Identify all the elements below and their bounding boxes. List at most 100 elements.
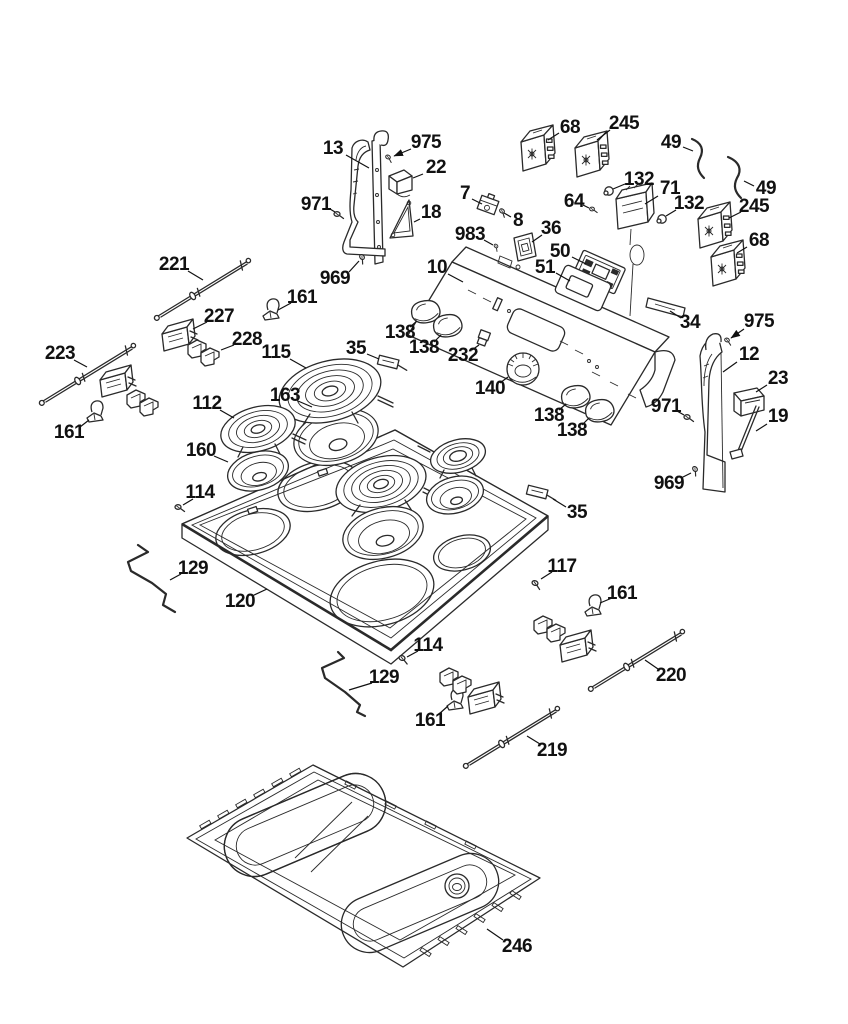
part-label-112: 112	[192, 393, 221, 414]
clip-161-right	[584, 594, 602, 617]
leader-line-120	[251, 588, 268, 597]
part-label-975: 975	[411, 132, 442, 153]
leader-line-228	[220, 344, 235, 351]
plate-36	[513, 232, 537, 262]
part-label-132: 132	[674, 193, 704, 214]
part-label-50: 50	[550, 241, 570, 262]
part-label-161: 161	[607, 583, 638, 604]
leader-line-35	[366, 353, 380, 360]
wire-129-bottom	[320, 650, 367, 718]
part-label-8: 8	[513, 210, 523, 231]
screw-975-left	[383, 153, 395, 163]
part-label-971: 971	[651, 396, 682, 417]
part-label-68: 68	[749, 230, 769, 251]
clip-161-top	[262, 298, 280, 321]
part-label-223: 223	[45, 343, 75, 364]
bracket-23	[733, 387, 765, 417]
leader-line-36	[531, 234, 543, 243]
part-label-23: 23	[768, 368, 788, 389]
leader-line-245	[596, 129, 611, 141]
leader-line-68	[736, 246, 748, 254]
leader-line-51	[555, 272, 571, 282]
part-label-975: 975	[744, 311, 775, 332]
part-label-246: 246	[502, 936, 532, 957]
drip-bowl-right-front	[342, 505, 424, 561]
coil-element-112	[220, 404, 307, 458]
leader-line-132	[665, 209, 677, 217]
part-label-221: 221	[159, 254, 190, 275]
screw-64	[589, 206, 598, 214]
leader-line-245	[728, 211, 742, 219]
leader-line-975	[730, 328, 745, 339]
part-label-161: 161	[415, 710, 446, 731]
part-label-10: 10	[427, 257, 447, 278]
leader-line-13	[345, 154, 370, 169]
part-label-219: 219	[537, 740, 567, 761]
leader-line-161	[599, 597, 613, 604]
leader-line-50	[571, 256, 587, 265]
part-label-115: 115	[261, 342, 291, 363]
leader-line-223	[73, 359, 88, 368]
screw-969-right	[689, 465, 701, 477]
receptacle-bottom	[467, 681, 505, 715]
leader-line-112	[219, 409, 235, 419]
leader-line-23	[755, 384, 768, 393]
leader-line-138	[581, 417, 590, 426]
leader-line-117	[540, 571, 553, 580]
bracket-18	[389, 199, 414, 239]
part-label-34: 34	[680, 312, 701, 333]
part-label-71: 71	[660, 178, 681, 199]
part-label-138: 138	[385, 322, 415, 343]
part-label-132: 132	[624, 169, 654, 190]
leader-line-64	[582, 204, 590, 209]
cooktop-opening-right-rear	[432, 534, 492, 572]
leader-line-160	[213, 455, 229, 463]
part-label-120: 120	[225, 591, 255, 612]
part-label-114: 114	[413, 635, 443, 656]
clock-assembly-50	[572, 249, 626, 295]
part-label-138: 138	[557, 420, 587, 441]
leader-line-232	[471, 344, 480, 351]
terminal-35-right	[525, 484, 557, 501]
leader-line-7	[471, 198, 483, 205]
leader-line-22	[412, 173, 424, 179]
part-label-36: 36	[541, 218, 561, 239]
leader-line-114	[406, 650, 419, 658]
part-label-7: 7	[460, 183, 470, 204]
leader-line-161	[438, 705, 449, 715]
leader-line-138	[409, 320, 418, 328]
part-label-117: 117	[547, 556, 576, 577]
overlay-51	[554, 264, 612, 312]
thermostat-71	[615, 182, 655, 317]
part-label-245: 245	[739, 196, 770, 217]
part-label-64: 64	[564, 191, 585, 212]
screw-983	[491, 242, 501, 252]
leader-line-49	[682, 146, 694, 152]
leader-line-969	[348, 260, 360, 273]
part-label-983: 983	[455, 224, 485, 245]
switch-68-right	[710, 239, 746, 287]
part-label-161: 161	[54, 422, 85, 443]
part-label-18: 18	[421, 202, 441, 223]
clip-132-left	[603, 186, 614, 196]
leader-line-19	[755, 423, 768, 432]
part-label-49: 49	[661, 132, 681, 153]
leader-line-49	[743, 180, 755, 187]
leader-line-221	[187, 270, 204, 281]
leader-line-971	[329, 208, 336, 213]
part-label-138: 138	[534, 405, 564, 426]
leader-line-975	[393, 148, 412, 157]
wire-49-left	[690, 137, 706, 180]
leader-line-971	[676, 410, 685, 416]
screw-8	[497, 207, 509, 218]
leader-line-138	[433, 334, 442, 343]
leader-line-246	[486, 928, 504, 941]
leader-line-129	[169, 573, 182, 581]
part-label-13: 13	[323, 138, 343, 159]
spacer-232	[476, 329, 492, 347]
leader-line-10	[447, 273, 464, 283]
part-label-68: 68	[560, 117, 580, 138]
leader-line-969	[680, 472, 692, 479]
